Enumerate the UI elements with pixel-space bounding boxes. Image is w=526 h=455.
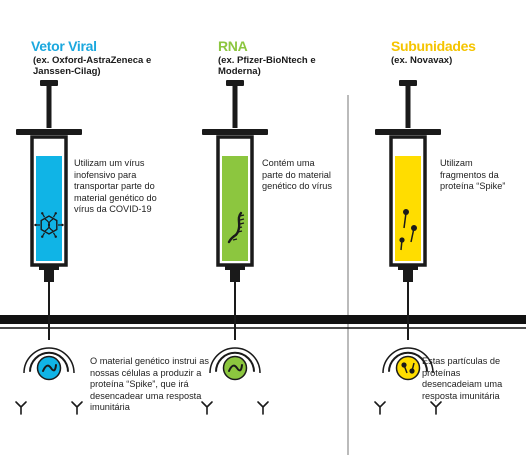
protein-stem-icon xyxy=(403,364,408,374)
column-title-subunits: Subunidades xyxy=(391,38,476,54)
virus-spike-tip xyxy=(34,223,37,227)
rna-base xyxy=(239,214,245,217)
syringe-plunger-top xyxy=(40,80,58,86)
syringe-tip-collar xyxy=(398,265,418,270)
syringe-1 xyxy=(202,80,268,340)
virus-spike-tip xyxy=(41,235,44,238)
genetic-strand-icon xyxy=(228,364,243,372)
cell-0 xyxy=(15,347,83,415)
syringe-tip xyxy=(403,270,413,282)
syringe-tip xyxy=(230,270,240,282)
syringe-needle xyxy=(48,282,50,340)
virus-spike-tip xyxy=(41,212,44,215)
rna-base xyxy=(237,226,243,229)
syringe-flange xyxy=(202,129,268,135)
syringe-tip xyxy=(44,270,54,282)
protein-stem xyxy=(403,212,407,229)
syringe-text-viral-vector: Utilizam um vírus inofensivo para transp… xyxy=(74,158,157,214)
cell-1 xyxy=(201,347,269,415)
antibody-icon xyxy=(201,401,213,415)
rna-base xyxy=(239,218,245,221)
protein-stem-icon xyxy=(411,362,415,372)
virus-spike-tip xyxy=(54,212,57,215)
syringe-tip-collar xyxy=(225,265,245,270)
cells-group xyxy=(15,347,442,415)
syringe-needle xyxy=(407,282,409,340)
antibody-icon xyxy=(15,401,27,415)
syringe-text-subunits: Utilizam fragmentos da proteína “Spike” xyxy=(440,158,506,191)
antibody-icon xyxy=(257,401,269,415)
protein-head xyxy=(411,225,417,231)
cell-membrane-arc xyxy=(23,347,75,374)
skin-surface-bar xyxy=(0,315,526,324)
column-subtitle-subunits: (ex. Novavax) xyxy=(391,55,453,66)
rna-base xyxy=(237,230,243,233)
virus-dna-icon xyxy=(34,212,64,238)
column-subtitle-rna: (ex. Pfizer-BioNtech e Moderna) xyxy=(218,55,316,77)
syringe-liquid xyxy=(222,156,248,261)
virus-spike-tip xyxy=(61,223,64,227)
syringe-plunger-rod xyxy=(46,86,52,128)
cell-membrane-arc xyxy=(209,347,261,374)
cell-vaccine-particle xyxy=(395,355,421,381)
protein-head xyxy=(399,237,405,243)
rna-strand-icon xyxy=(227,211,245,244)
protein-fragments-icon xyxy=(399,209,417,251)
syringe-plunger-top xyxy=(226,80,244,86)
rna-base xyxy=(232,238,238,241)
syringe-liquid xyxy=(395,156,421,261)
rna-base xyxy=(232,234,238,237)
virus-capsid-shape xyxy=(40,215,58,235)
antibody-icon xyxy=(71,401,83,415)
cell-2 xyxy=(374,347,442,415)
syringe-2 xyxy=(375,80,441,340)
syringe-plunger-rod xyxy=(232,86,238,128)
syringe-flange xyxy=(16,129,82,135)
virus-spike-tip xyxy=(54,235,57,238)
column-title-viral-vector: Vetor Viral xyxy=(31,38,97,54)
cell-membrane-arc xyxy=(382,347,434,374)
genetic-strand-icon xyxy=(42,364,57,372)
protein-head xyxy=(403,209,409,215)
antibody-icon xyxy=(374,401,386,415)
cell-vaccine-particle xyxy=(222,355,248,381)
cell-membrane-arc xyxy=(388,351,428,372)
column-subtitle-viral-vector: (ex. Oxford-AstraZeneca e Janssen-Cilag) xyxy=(33,55,152,77)
syringe-plunger-top xyxy=(399,80,417,86)
syringe-0 xyxy=(16,80,82,340)
dna-helix xyxy=(44,218,54,232)
cell-membrane-arc xyxy=(215,351,255,372)
syringes-group xyxy=(16,80,441,340)
antibody-icon xyxy=(430,401,442,415)
syringe-tip-collar xyxy=(39,265,59,270)
syringe-plunger-rod xyxy=(405,86,411,128)
cell-membrane-arc xyxy=(29,351,69,372)
syringe-text-rna: Contém uma parte do material genético do… xyxy=(262,158,332,191)
cell-text-viral-vector: O material genético instrui as nossas cé… xyxy=(90,356,209,412)
cell-vaccine-particle xyxy=(36,355,62,381)
syringe-flange xyxy=(375,129,441,135)
rna-base xyxy=(239,222,245,225)
syringe-needle xyxy=(234,282,236,340)
cell-text-subunits: Estas partículas de proteínas desencadei… xyxy=(422,356,503,401)
column-title-rna: RNA xyxy=(218,38,248,54)
syringe-liquid xyxy=(36,156,62,261)
